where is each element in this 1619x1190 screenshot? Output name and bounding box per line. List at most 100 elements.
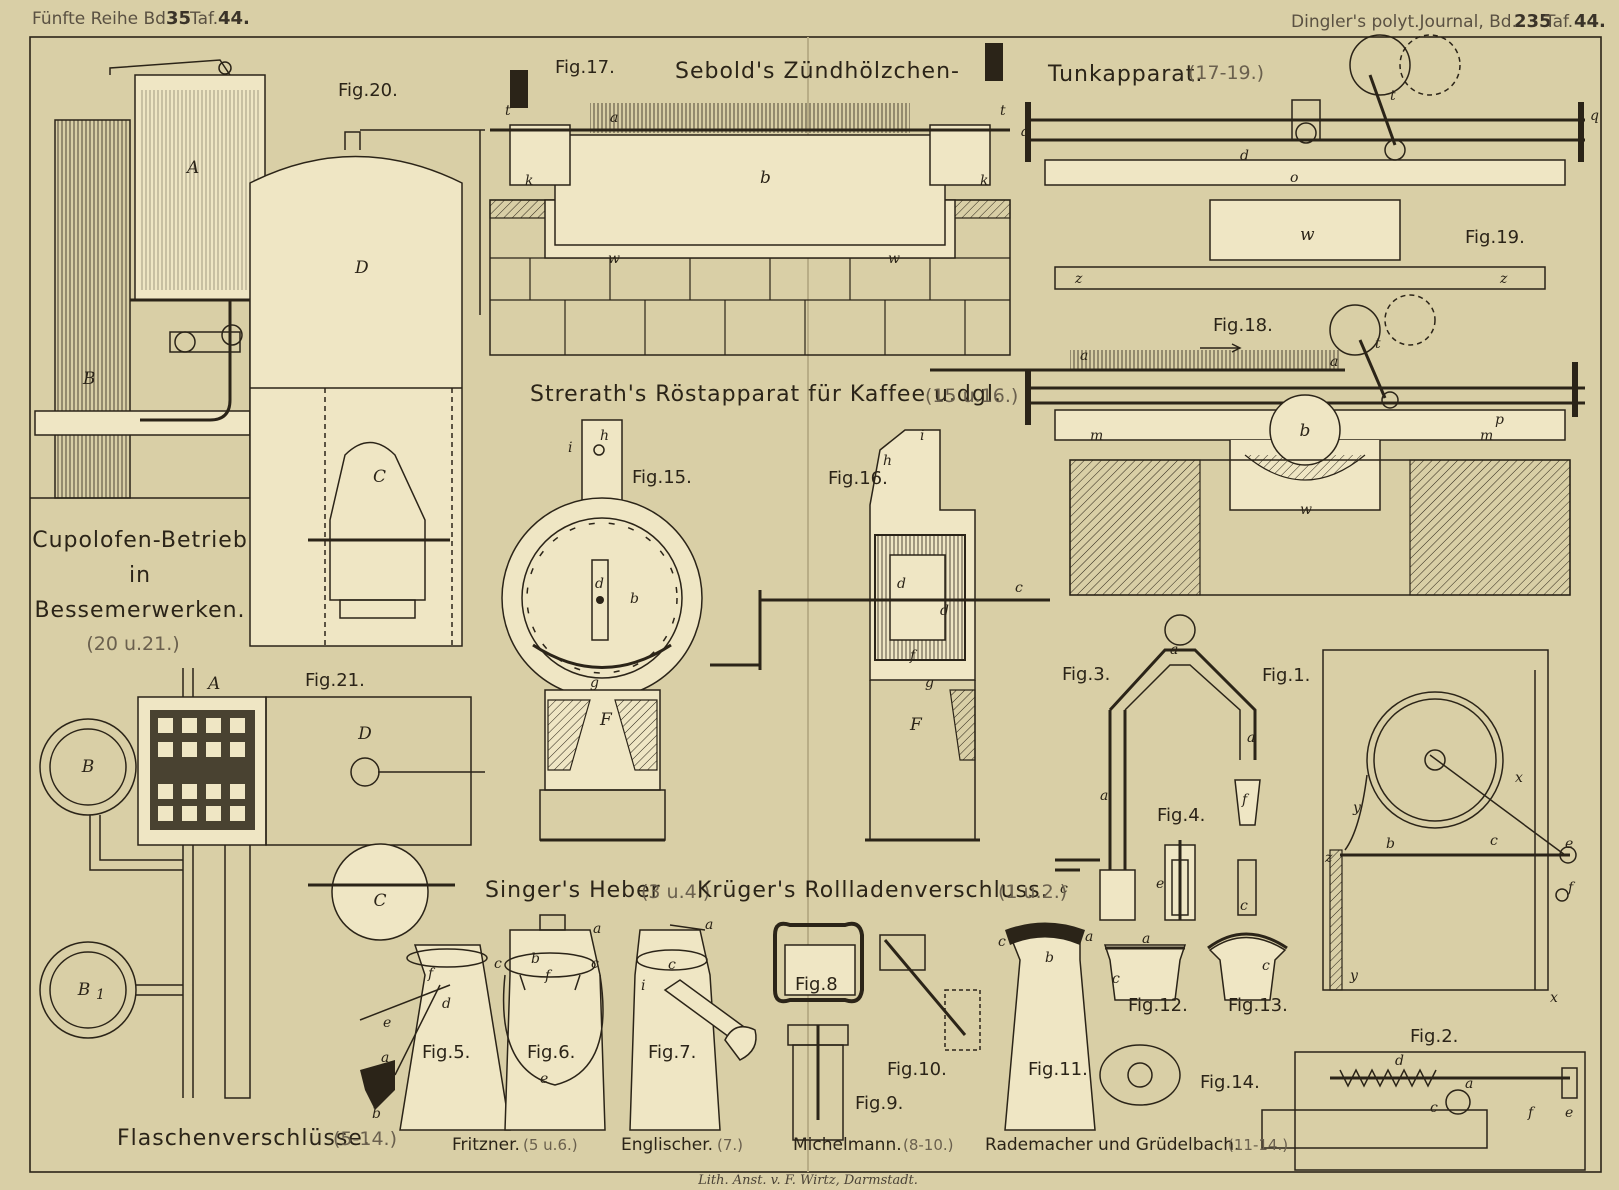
- fig16-label: Fig.16.: [828, 468, 888, 489]
- fig12-label: Fig.12.: [1128, 995, 1188, 1016]
- fig6-label: Fig.6.: [527, 1042, 575, 1063]
- label-B1-sub: 1: [96, 987, 105, 1003]
- label-e-fig5: e: [383, 1015, 391, 1031]
- label-z-fig19a: z: [1074, 271, 1083, 287]
- label-c-fig6a: c: [494, 956, 502, 972]
- label-e-fig2: e: [1565, 1105, 1573, 1121]
- label-g-fig15: g: [590, 675, 599, 691]
- label-c-fig12: c: [1112, 971, 1120, 987]
- krueger-range: (1 u.2.): [998, 881, 1067, 903]
- fig3-label: Fig.3.: [1062, 664, 1110, 685]
- header-volume-right: 235: [1514, 11, 1552, 32]
- fig10-label: Fig.10.: [887, 1059, 947, 1080]
- label-a-fig3b: a: [1100, 788, 1108, 804]
- michelmann-label: Michelmann.: [793, 1135, 902, 1155]
- fig21-label: Fig.21.: [305, 670, 365, 691]
- singer-title: Singer's Heber: [485, 878, 661, 903]
- label-w-fig18: w: [1300, 502, 1312, 518]
- fig7-label: Fig.7.: [648, 1042, 696, 1063]
- fig15-roaster-front: h i d b g F Fig.15.: [501, 419, 703, 842]
- fig17-label: Fig.17.: [555, 57, 615, 78]
- michelmann-range: (8-10.): [903, 1136, 954, 1154]
- label-a-fig11: a: [1085, 929, 1093, 945]
- label-c-fig16: c: [1015, 580, 1023, 596]
- label-t-fig17b: t: [1000, 103, 1006, 119]
- englischer-range: (7.): [717, 1136, 743, 1154]
- label-i-fig7: i: [641, 978, 645, 994]
- label-b-fig5: b: [372, 1106, 381, 1122]
- fig8-fig9-fig10: Fig.8 Fig.9. Fig.10.: [773, 921, 981, 1141]
- header-series: Fünfte Reihe Bd.: [32, 9, 171, 29]
- label-m-fig18a: m: [1090, 428, 1103, 444]
- label-c-fig2: c: [1430, 1100, 1438, 1116]
- fig21-plan: B B 1 C D A Fig.21.: [39, 668, 485, 1099]
- label-b-fig15: b: [630, 591, 639, 607]
- sebold-title: Sebold's Zündhölzchen- Tunkapparat. (17-…: [675, 59, 1264, 87]
- fig2-shutter-lock: d a c f e Fig.2.: [1261, 1026, 1586, 1171]
- label-b-fig1: b: [1386, 836, 1395, 852]
- label-a-fig18b: a: [1330, 354, 1338, 370]
- label-A: A: [185, 158, 199, 178]
- label-a-fig12: a: [1142, 931, 1150, 947]
- sebold-range: (17-19.): [1188, 62, 1264, 84]
- label-w-fig19: w: [1300, 225, 1315, 245]
- lithographer-imprint: Lith. Anst. v. F. Wirtz, Darmstadt.: [697, 1173, 918, 1188]
- label-i-fig16: i: [920, 428, 924, 444]
- fig19-elevation: w z z q q d o t Fig.19.: [1020, 34, 1599, 290]
- fig18-section: b w a a t m m p Fig.18.: [930, 294, 1585, 596]
- fig6-bottle: a b c c f e Fig.6.: [494, 914, 606, 1131]
- plate-border: [29, 36, 1602, 1173]
- label-p-fig18: p: [1495, 412, 1504, 428]
- flaschen-title: Flaschenverschlüsse.: [117, 1126, 371, 1151]
- fig13-label: Fig.13.: [1228, 995, 1288, 1016]
- label-d-fig16a: d: [897, 576, 906, 592]
- label-c-fig3: c: [1060, 881, 1068, 897]
- label-c-fig6b: c: [591, 956, 599, 972]
- label-e-fig1: e: [1565, 836, 1573, 852]
- bottom-captions: Flaschenverschlüsse. (5-14.) Fritzner. (…: [117, 1126, 1288, 1188]
- label-c-fig13: c: [1262, 958, 1270, 974]
- label-e-fig4: e: [1156, 876, 1164, 892]
- label-F-fig16: F: [909, 715, 923, 735]
- fig7-bottle: a c i Fig.7.: [629, 917, 757, 1131]
- sebold-title-part1: Sebold's Zündhölzchen-: [675, 59, 960, 84]
- label-a-fig6: a: [593, 921, 601, 937]
- label-k-fig17a: k: [525, 173, 533, 189]
- fig20-converter-house: D C Fig.20.: [249, 80, 485, 647]
- strerath-range: (15 u.16.): [925, 385, 1018, 407]
- label-f-fig3: f: [1241, 792, 1250, 808]
- fig20-label: Fig.20.: [338, 80, 398, 101]
- fig4-valve: e Fig.4.: [1156, 805, 1205, 921]
- label-c-fig7: c: [668, 957, 676, 973]
- label-a-fig5: a: [381, 1050, 389, 1066]
- fig19-label: Fig.19.: [1465, 227, 1525, 248]
- cupolofen-range: (20 u.21.): [86, 633, 179, 655]
- label-h-fig16: h: [883, 453, 892, 469]
- label-D: D: [354, 258, 369, 278]
- fig20-cupola-section: A B: [30, 59, 266, 499]
- label-b-fig11: b: [1045, 950, 1054, 966]
- label-z-fig19b: z: [1499, 271, 1508, 287]
- fig9-label: Fig.9.: [855, 1093, 903, 1114]
- label-t-fig17a: t: [505, 103, 511, 119]
- label-i-fig15: i: [568, 440, 572, 456]
- rademacher-label: Rademacher und Grüdelbach.: [985, 1135, 1239, 1155]
- label-a-fig17: a: [610, 110, 618, 126]
- label-b-fig17: b: [760, 168, 771, 188]
- label-h-fig15: h: [600, 428, 609, 444]
- fig5-label: Fig.5.: [422, 1042, 470, 1063]
- header-plate-right: 44.: [1574, 11, 1606, 32]
- label-a-fig2: a: [1465, 1076, 1473, 1092]
- sebold-title-part2: Tunkapparat.: [1047, 62, 1203, 87]
- fig1-shutter: x x y y z b c e f: [1322, 649, 1577, 1006]
- fig11-label: Fig.11.: [1028, 1059, 1088, 1080]
- fig18-label: Fig.18.: [1213, 315, 1273, 336]
- header-right: Dingler's polyt.Journal, Bd. 235 Taf. 44…: [1291, 11, 1606, 32]
- label-q-fig19b: q: [1590, 108, 1599, 124]
- label-w-fig17b: w: [888, 251, 900, 267]
- label-k-fig17b: k: [980, 173, 988, 189]
- label-x-fig1b: x: [1550, 990, 1558, 1006]
- strerath-title: Strerath's Röstapparat für Kaffee u.dgl.…: [530, 382, 1018, 407]
- rademacher-range: (11-14.): [1228, 1136, 1288, 1154]
